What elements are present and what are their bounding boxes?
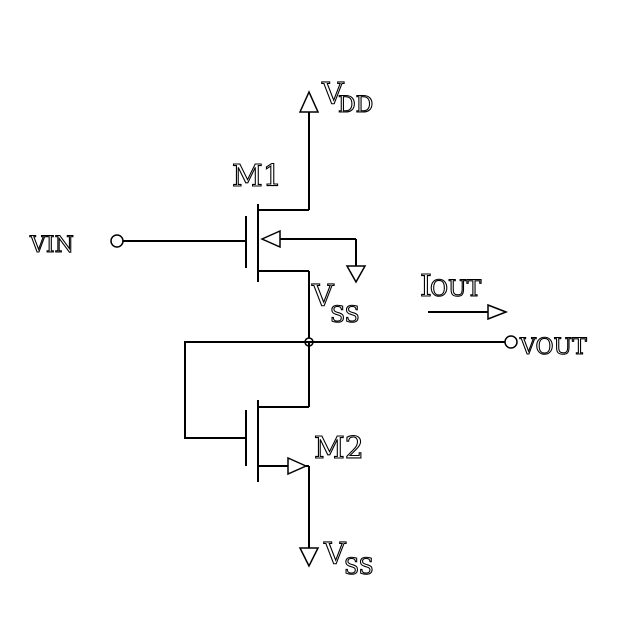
vss-label-sub: SS xyxy=(344,555,374,580)
body-vss-label: V xyxy=(311,279,335,314)
iout-label: I xyxy=(420,269,432,304)
vout-label: VOUT xyxy=(519,335,587,360)
m2-label: M2 xyxy=(314,431,364,466)
vss-label: V xyxy=(323,537,347,572)
iout-arrow-icon xyxy=(487,303,509,321)
vss-arrow-icon xyxy=(298,547,320,568)
body-vss-arrow-icon xyxy=(345,265,367,284)
vdd-arrow-icon xyxy=(298,90,320,113)
vdd-label-sub: DD xyxy=(338,93,373,118)
iout-label-sub: OUT xyxy=(430,277,482,302)
m2-gate-loop xyxy=(184,341,309,439)
m1-body-arrow-icon xyxy=(260,229,281,249)
vin-terminal xyxy=(110,234,124,248)
vdd-label: V xyxy=(321,77,345,112)
vout-terminal xyxy=(504,335,518,349)
m1-label: M1 xyxy=(232,159,282,194)
vin-label: VIN xyxy=(29,233,74,258)
body-vss-label-sub: SS xyxy=(330,303,360,328)
m2-source-arrow-icon xyxy=(287,456,308,476)
